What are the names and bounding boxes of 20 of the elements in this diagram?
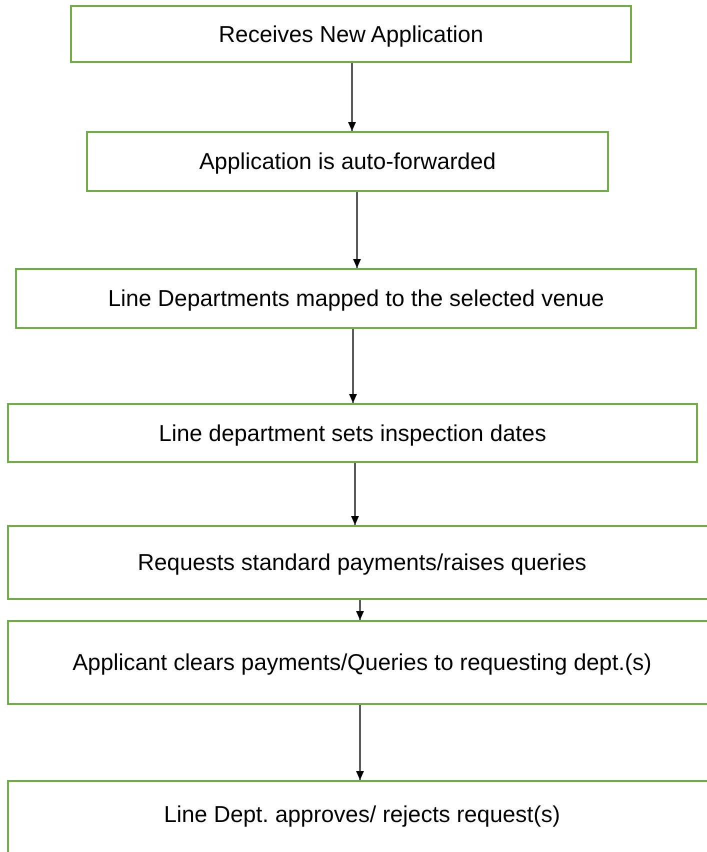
process-box — [7, 620, 707, 705]
step-text: Applicant clears payments/Queries to requesting dept.(s) — [72, 648, 652, 678]
step-text: Receives New Application — [218, 20, 484, 49]
arrow — [351, 463, 359, 525]
step-text: Line department sets inspection dates — [158, 418, 546, 448]
process-box — [86, 131, 609, 192]
process-box — [15, 268, 697, 329]
process-box — [70, 5, 632, 63]
step-text: Line Departments mapped to the selected venue — [108, 284, 604, 314]
step-text: Requests standard payments/raises queries — [138, 548, 586, 578]
process-box — [7, 525, 707, 600]
step-text: Line Dept. approves/ rejects request(s) — [164, 800, 560, 829]
arrow — [356, 705, 364, 780]
arrow — [348, 63, 356, 131]
arrow — [353, 192, 361, 268]
arrow — [356, 600, 364, 620]
arrow — [349, 329, 357, 403]
step-text: Application is auto-forwarded — [199, 147, 496, 176]
process-box — [7, 403, 698, 463]
process-box — [7, 780, 707, 852]
